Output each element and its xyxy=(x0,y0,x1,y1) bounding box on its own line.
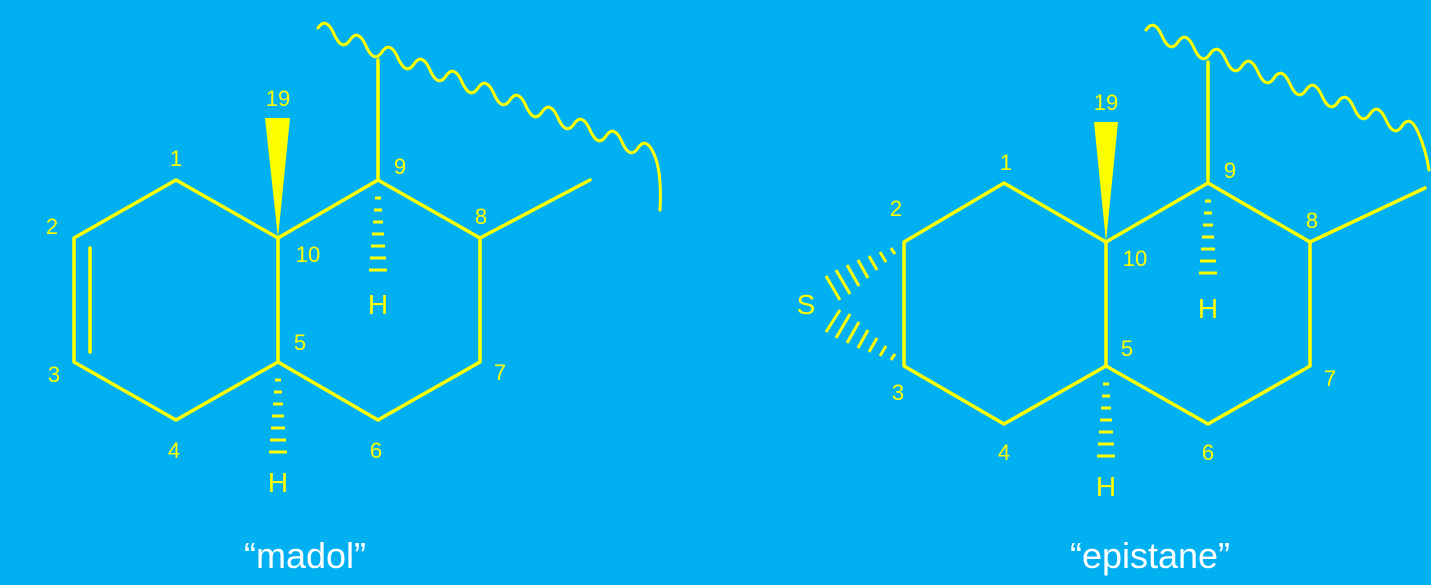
madol-locant-2: 2 xyxy=(46,214,58,239)
epistane-locant-6: 6 xyxy=(1202,440,1214,465)
epistane-locant-4: 4 xyxy=(998,440,1010,465)
epistane-sulfur-label: S xyxy=(797,289,816,320)
epistane-locant-7: 7 xyxy=(1324,366,1336,391)
madol-locant-6: 6 xyxy=(370,438,382,463)
madol-ring-b xyxy=(276,178,482,422)
madol-locant-8: 8 xyxy=(475,204,487,229)
madol-structure: 1 2 3 4 5 6 7 8 9 10 19 H H “madol” xyxy=(46,21,662,576)
epistane-locant-1: 1 xyxy=(1000,150,1012,175)
epistane-wedge-19 xyxy=(1094,122,1118,242)
epistane-locant-2: 2 xyxy=(890,196,902,221)
madol-locant-5: 5 xyxy=(294,330,306,355)
epistane-h9-label: H xyxy=(1198,293,1218,324)
epistane-c8-methyl xyxy=(1308,186,1427,244)
madol-locant-19: 19 xyxy=(266,86,290,111)
epistane-structure: 1 2 3 4 5 6 7 8 9 10 19 S H H “epistane” xyxy=(797,23,1431,576)
madol-hash-h9 xyxy=(369,196,387,272)
epistane-locant-5: 5 xyxy=(1121,336,1133,361)
epistane-hash-s-c3 xyxy=(824,309,897,361)
epistane-wavy-line xyxy=(1144,23,1431,172)
epistane-locant-19: 19 xyxy=(1094,90,1118,115)
madol-h5-label: H xyxy=(268,467,288,498)
madol-locant-7: 7 xyxy=(494,360,506,385)
epistane-hash-s-c2 xyxy=(824,247,897,301)
epistane-hash-h5 xyxy=(1097,382,1115,458)
epistane-locant-9: 9 xyxy=(1224,158,1236,183)
madol-h9-label: H xyxy=(368,289,388,320)
madol-locant-1: 1 xyxy=(170,146,182,171)
madol-locant-4: 4 xyxy=(168,438,180,463)
epistane-h5-label: H xyxy=(1096,471,1116,502)
madol-hash-h5 xyxy=(269,378,287,454)
epistane-ring-b xyxy=(1104,181,1312,426)
madol-locant-9: 9 xyxy=(394,154,406,179)
epistane-hash-h9 xyxy=(1199,199,1217,275)
epistane-locant-3: 3 xyxy=(892,380,904,405)
madol-wavy-line xyxy=(316,21,662,212)
epistane-caption: “epistane” xyxy=(1070,535,1230,576)
epistane-locant-8: 8 xyxy=(1306,208,1318,233)
madol-c8-methyl xyxy=(478,178,592,240)
epistane-ring-a xyxy=(902,181,1108,426)
madol-locant-3: 3 xyxy=(48,362,60,387)
madol-ring-a xyxy=(72,178,280,422)
madol-caption: “madol” xyxy=(244,535,366,576)
madol-locant-10: 10 xyxy=(296,242,320,267)
madol-wedge-19 xyxy=(265,118,290,238)
epistane-locant-10: 10 xyxy=(1123,246,1147,271)
